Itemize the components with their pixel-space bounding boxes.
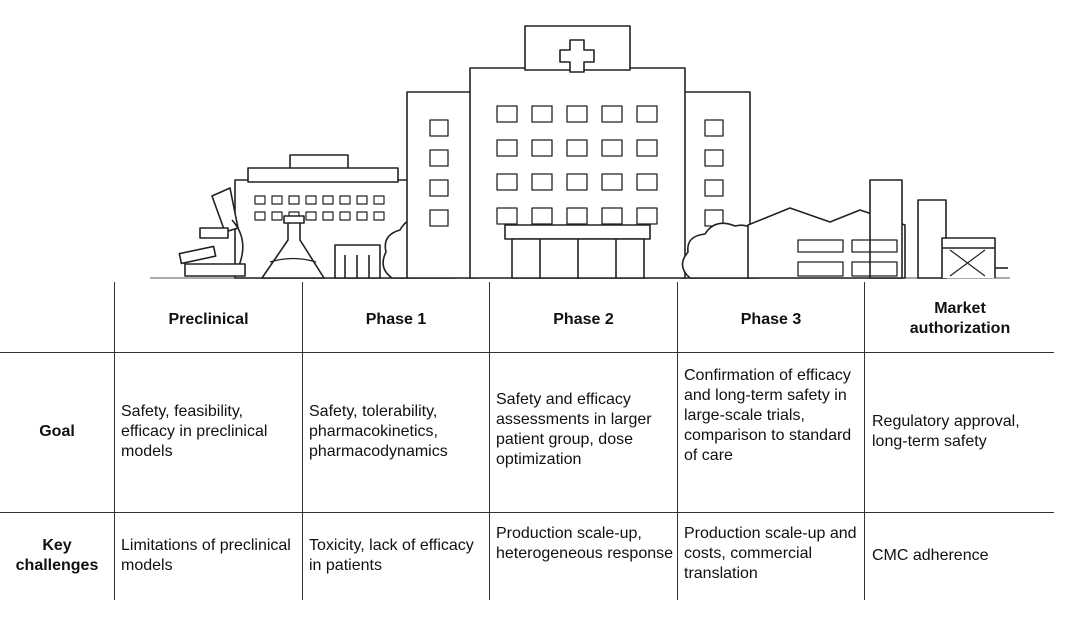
- flask-icon: [261, 215, 325, 279]
- header-phase-2: Phase 2: [553, 311, 614, 328]
- challenges-phase-1: Toxicity, lack of efficacy in patients: [309, 537, 474, 574]
- header-phase-3: Phase 3: [740, 311, 802, 328]
- challenges-market: CMC adherence: [872, 547, 989, 564]
- challenges-phase-2: Production scale-up, heterogeneous respo…: [496, 525, 674, 562]
- column-divider: [677, 282, 678, 600]
- microscope-icon: [178, 187, 246, 277]
- goal-phase-1: Safety, tolerability, pharmacokinetics, …: [309, 403, 448, 460]
- row-label-key-line1: Key: [42, 537, 72, 554]
- header-market-line1: Market: [934, 300, 986, 317]
- column-divider: [864, 282, 865, 600]
- challenges-preclinical: Limitations of preclinical models: [121, 537, 291, 574]
- column-divider: [489, 282, 490, 600]
- header-market-authorization: Market authorization: [865, 299, 1055, 339]
- goal-phase-3: Confirmation of efficacy and long-term s…: [684, 367, 852, 464]
- row-label-key-line2: challenges: [15, 557, 99, 574]
- factory-icon: [747, 179, 1008, 279]
- goal-preclinical: Safety, feasibility, efficacy in preclin…: [121, 403, 268, 460]
- goal-market: Regulatory approval, long-term safety: [872, 413, 1020, 450]
- header-phase-1: Phase 1: [365, 311, 427, 328]
- column-divider: [302, 282, 303, 600]
- header-preclinical: Preclinical: [168, 311, 249, 328]
- goal-phase-2: Safety and efficacy assessments in large…: [496, 391, 652, 468]
- row-divider: [0, 352, 1054, 353]
- row-label-goal: Goal: [39, 423, 75, 440]
- row-divider: [0, 512, 1054, 513]
- row-label-key-challenges: Key challenges: [0, 536, 114, 576]
- hospital-lab-factory-illustration: [150, 25, 1010, 279]
- column-divider: [114, 282, 115, 600]
- header-market-line2: authorization: [909, 320, 1011, 337]
- challenges-phase-3: Production scale-up and costs, commercia…: [684, 525, 857, 582]
